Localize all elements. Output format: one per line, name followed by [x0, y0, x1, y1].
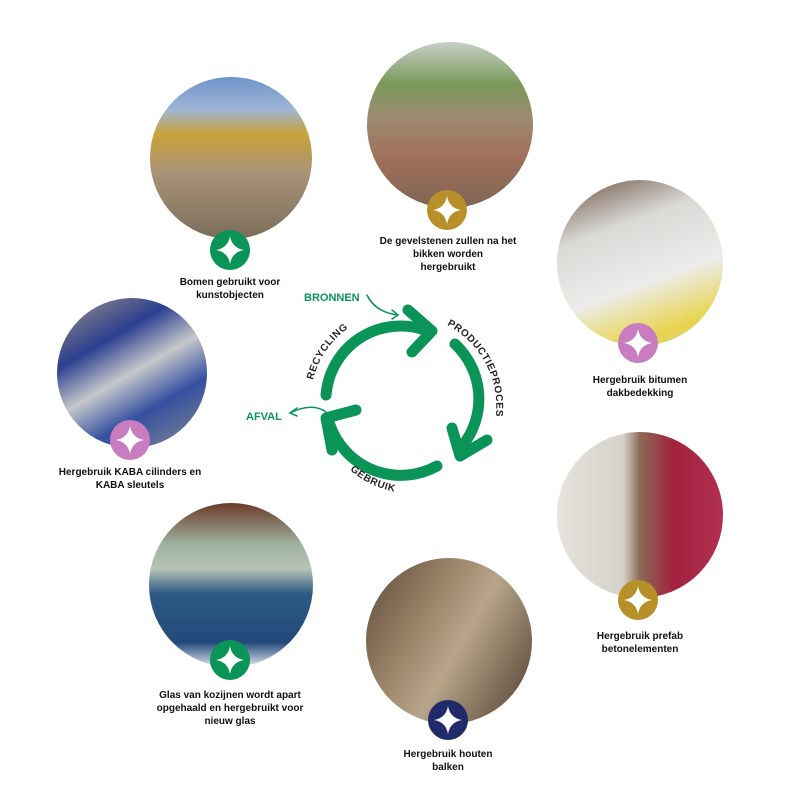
caption-line: dakbedekking	[606, 388, 674, 399]
arrowhead-recycling	[402, 304, 438, 358]
arrowhead-gebruik	[320, 404, 362, 456]
arc-gebruik	[324, 419, 443, 481]
badge-bricks	[427, 190, 467, 230]
caption-prefab: Hergebruik prefab betonelementen	[540, 630, 740, 656]
photo-trees	[150, 77, 312, 239]
badge-beams	[428, 700, 468, 740]
sparkle-icon	[433, 196, 461, 224]
label-bronnen: BRONNEN	[304, 292, 360, 304]
sparkle-icon	[624, 329, 652, 357]
caption-bricks: De gevelstenen zullen na het bikken worde…	[348, 235, 548, 274]
badge-keys	[110, 420, 150, 460]
caption-line: opgehaald en hergebruikt voor	[156, 703, 304, 714]
caption-line: Hergebruik houten	[403, 749, 493, 760]
caption-line: bikken worden	[412, 249, 483, 260]
photo-bitumen	[557, 180, 723, 346]
caption-line: De gevelstenen zullen na het	[379, 236, 517, 247]
badge-bitumen	[618, 323, 658, 363]
caption-line: Bomen gebruikt voor	[179, 277, 281, 288]
photo-bricks	[367, 42, 533, 208]
arrow-afval	[289, 406, 327, 414]
arc-productie	[449, 338, 485, 451]
arrowhead-productie	[446, 422, 493, 462]
caption-line: KABA sleutels	[95, 480, 165, 491]
arrow-bronnen	[366, 294, 399, 316]
sparkle-icon	[216, 646, 244, 674]
photo-glass	[149, 503, 313, 667]
photo-prefab	[557, 432, 723, 598]
badge-trees	[210, 230, 250, 270]
caption-line: Hergebruik prefab	[596, 631, 684, 642]
photo-beams	[366, 558, 532, 724]
caption-line: kunstobjecten	[196, 290, 264, 301]
caption-keys: Hergebruik KABA cilinders en KABA sleutel…	[30, 466, 230, 492]
badge-prefab	[618, 580, 658, 620]
sparkle-icon	[216, 236, 244, 264]
caption-bitumen: Hergebruik bitumen dakbedekking	[540, 374, 740, 400]
caption-line: Hergebruik KABA cilinders en	[58, 467, 202, 478]
caption-line: Hergebruik bitumen	[592, 375, 688, 386]
caption-line: balken	[432, 762, 464, 773]
sparkle-icon	[624, 586, 652, 614]
caption-glass: Glas van kozijnen wordt apart opgehaald e…	[130, 689, 330, 728]
badge-glass	[210, 640, 250, 680]
arrowhead-bronnen	[391, 309, 400, 320]
caption-line: hergebruikt	[420, 262, 476, 273]
arc-recycling	[320, 320, 431, 401]
sparkle-icon	[434, 706, 462, 734]
caption-line: Glas van kozijnen wordt apart	[159, 690, 301, 701]
caption-beams: Hergebruik houten balken	[348, 748, 548, 774]
caption-line: betonelementen	[601, 644, 679, 655]
arrowhead-afval	[288, 407, 298, 417]
caption-line: nieuw glas	[204, 716, 256, 727]
label-afval: AFVAL	[246, 411, 282, 423]
caption-trees: Bomen gebruikt voor kunstobjecten	[130, 276, 330, 302]
sparkle-icon	[116, 426, 144, 454]
